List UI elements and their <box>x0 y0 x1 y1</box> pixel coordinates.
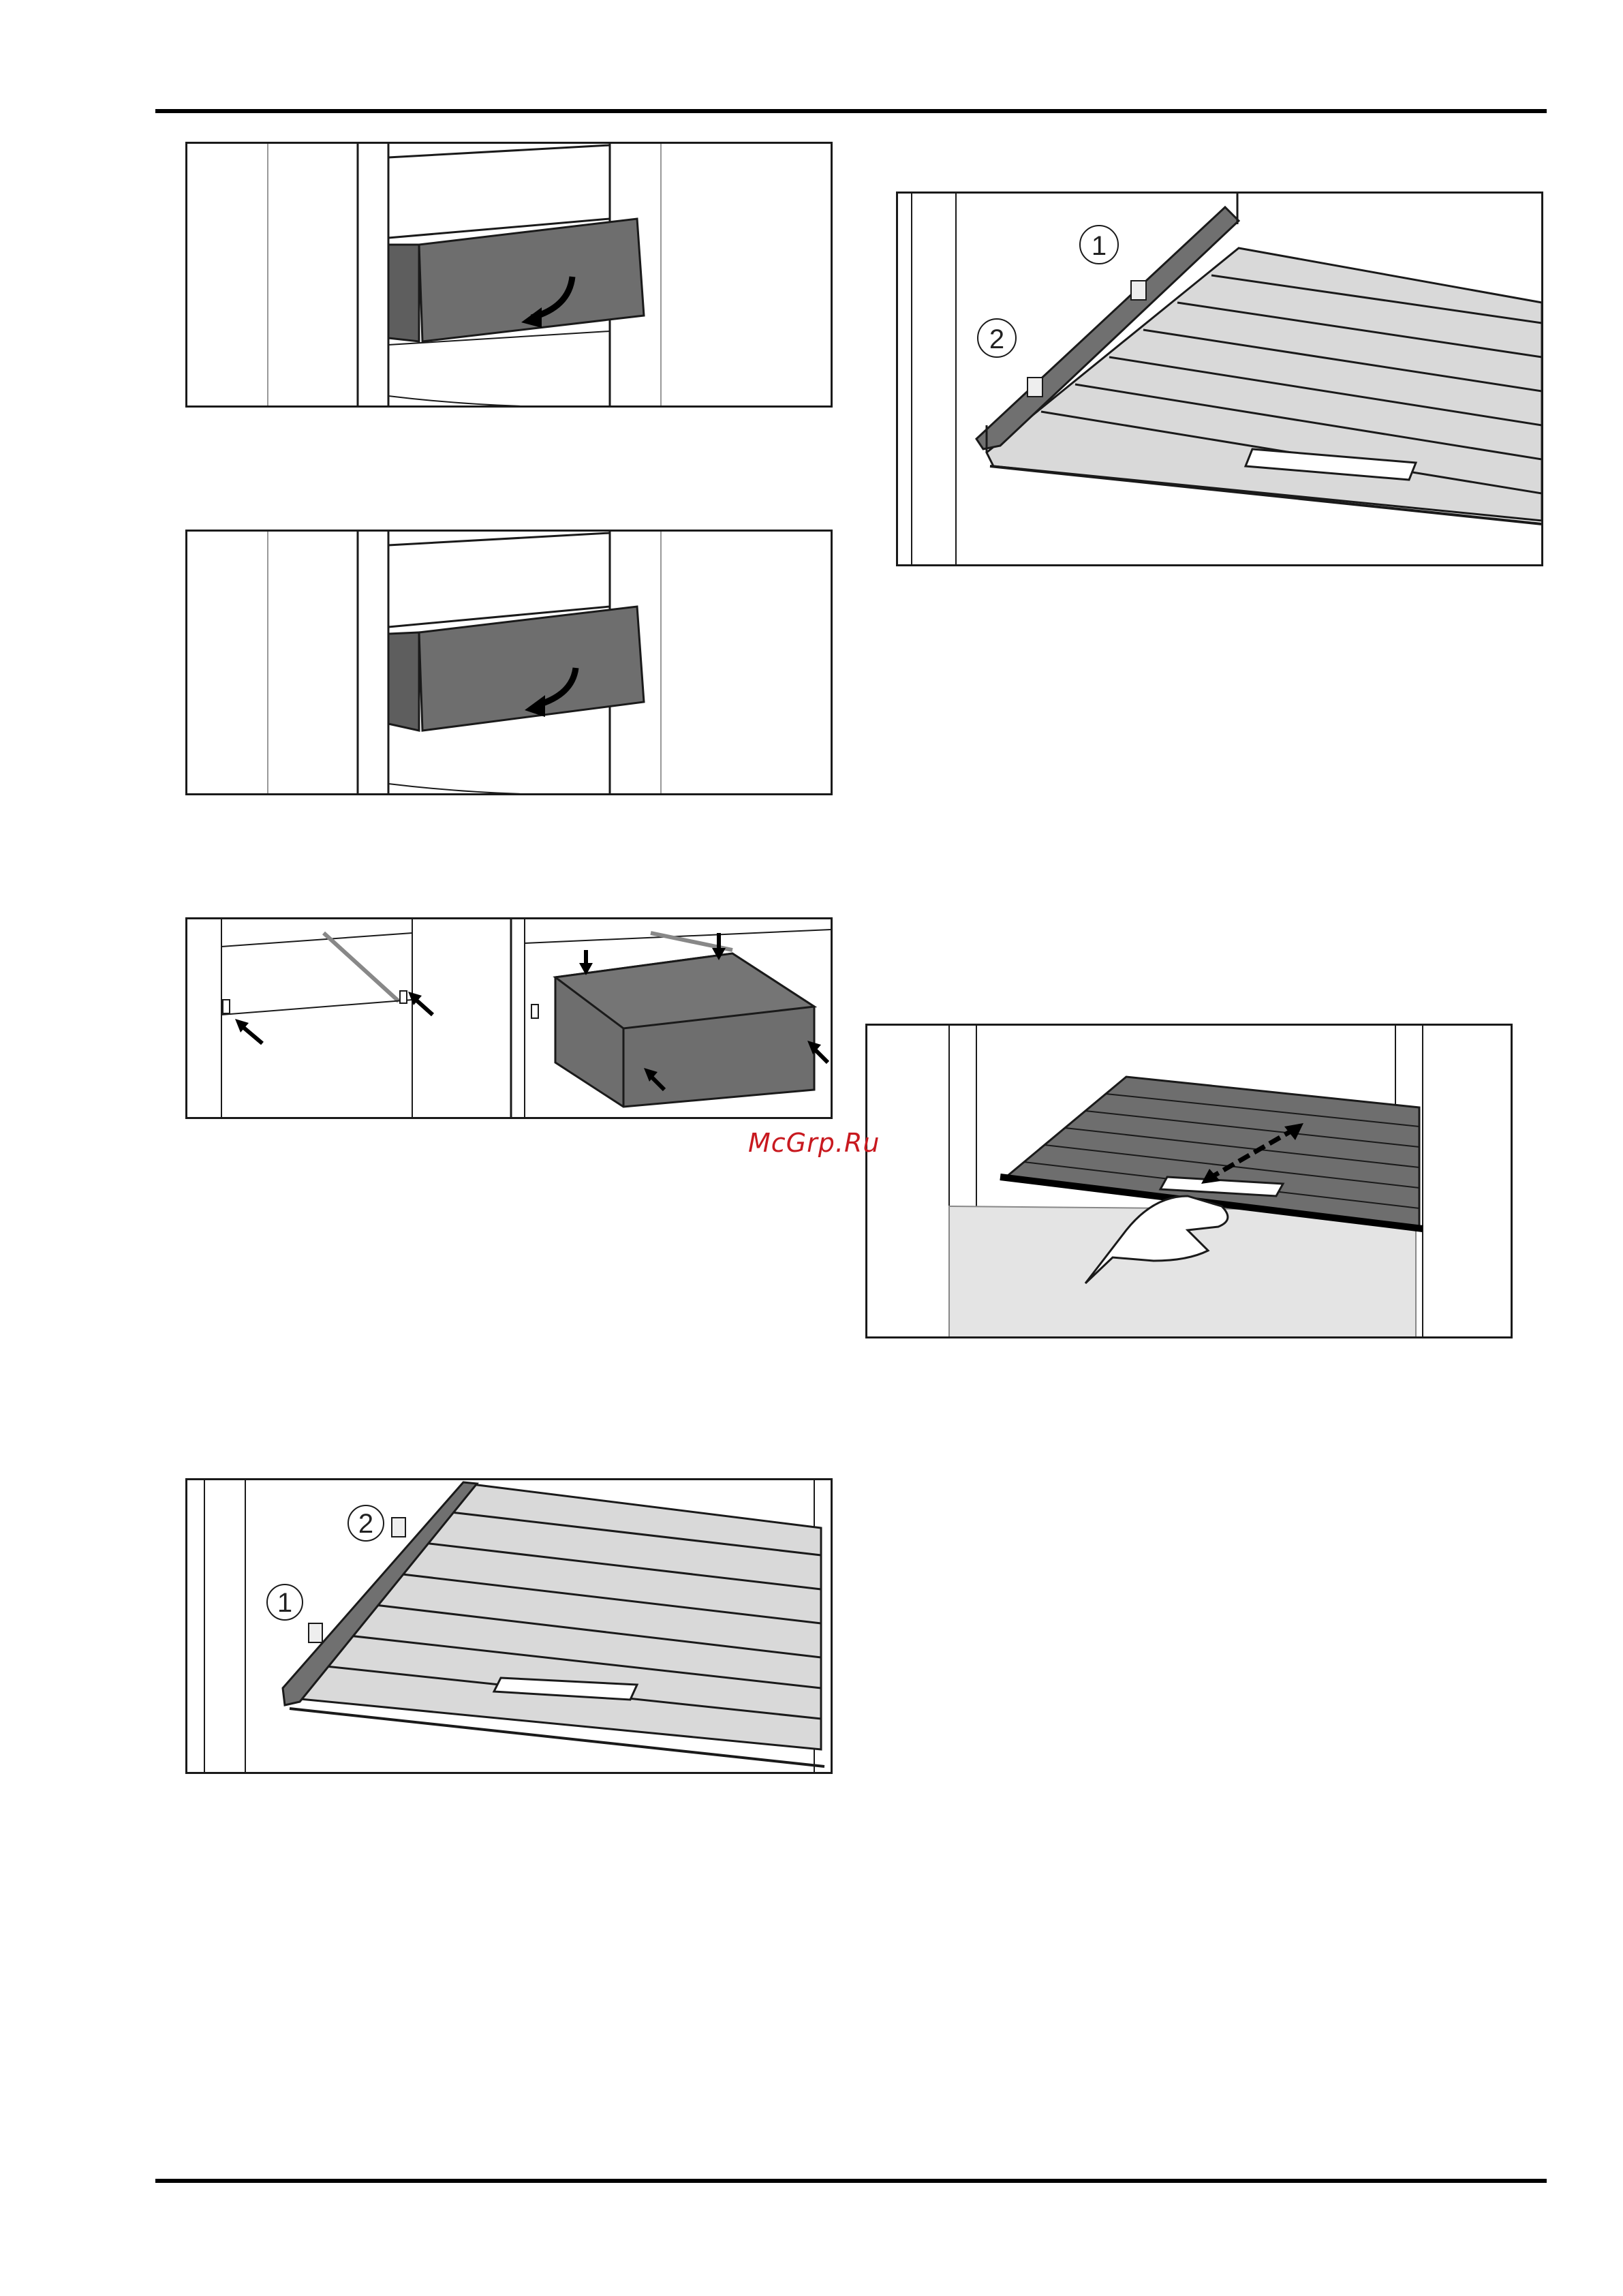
figure-drawer-remove-2 <box>185 530 833 795</box>
header-rule <box>155 109 1547 113</box>
shelf-right-illustration: 1 2 <box>898 194 1543 566</box>
callout-2-label: 2 <box>989 324 1004 354</box>
callout-2: 2 <box>978 319 1016 357</box>
callout-1: 1 <box>1080 226 1118 264</box>
shelf-slide-illustration <box>867 1026 1513 1338</box>
drawer-tilt-illustration <box>187 532 833 795</box>
drawer-remove-illustration <box>187 144 833 408</box>
figure-shelf-left: 2 1 <box>185 1478 833 1774</box>
callout-2: 2 <box>348 1505 384 1541</box>
figure-shelf-right: 1 2 <box>896 192 1543 566</box>
watermark: McGrp.Ru <box>748 1128 880 1158</box>
figure-drawer-insert <box>185 917 833 1119</box>
drawer-insert-illustration <box>187 919 833 1119</box>
shelf-left-illustration: 2 1 <box>187 1480 833 1774</box>
footer-rule <box>155 2179 1547 2183</box>
figure-drawer-remove-1 <box>185 142 833 408</box>
callout-1: 1 <box>267 1585 303 1620</box>
figure-shelf-slide <box>865 1024 1513 1338</box>
callout-2-label: 2 <box>358 1509 373 1539</box>
callout-1-label: 1 <box>1092 231 1107 261</box>
callout-1-label: 1 <box>277 1588 292 1618</box>
